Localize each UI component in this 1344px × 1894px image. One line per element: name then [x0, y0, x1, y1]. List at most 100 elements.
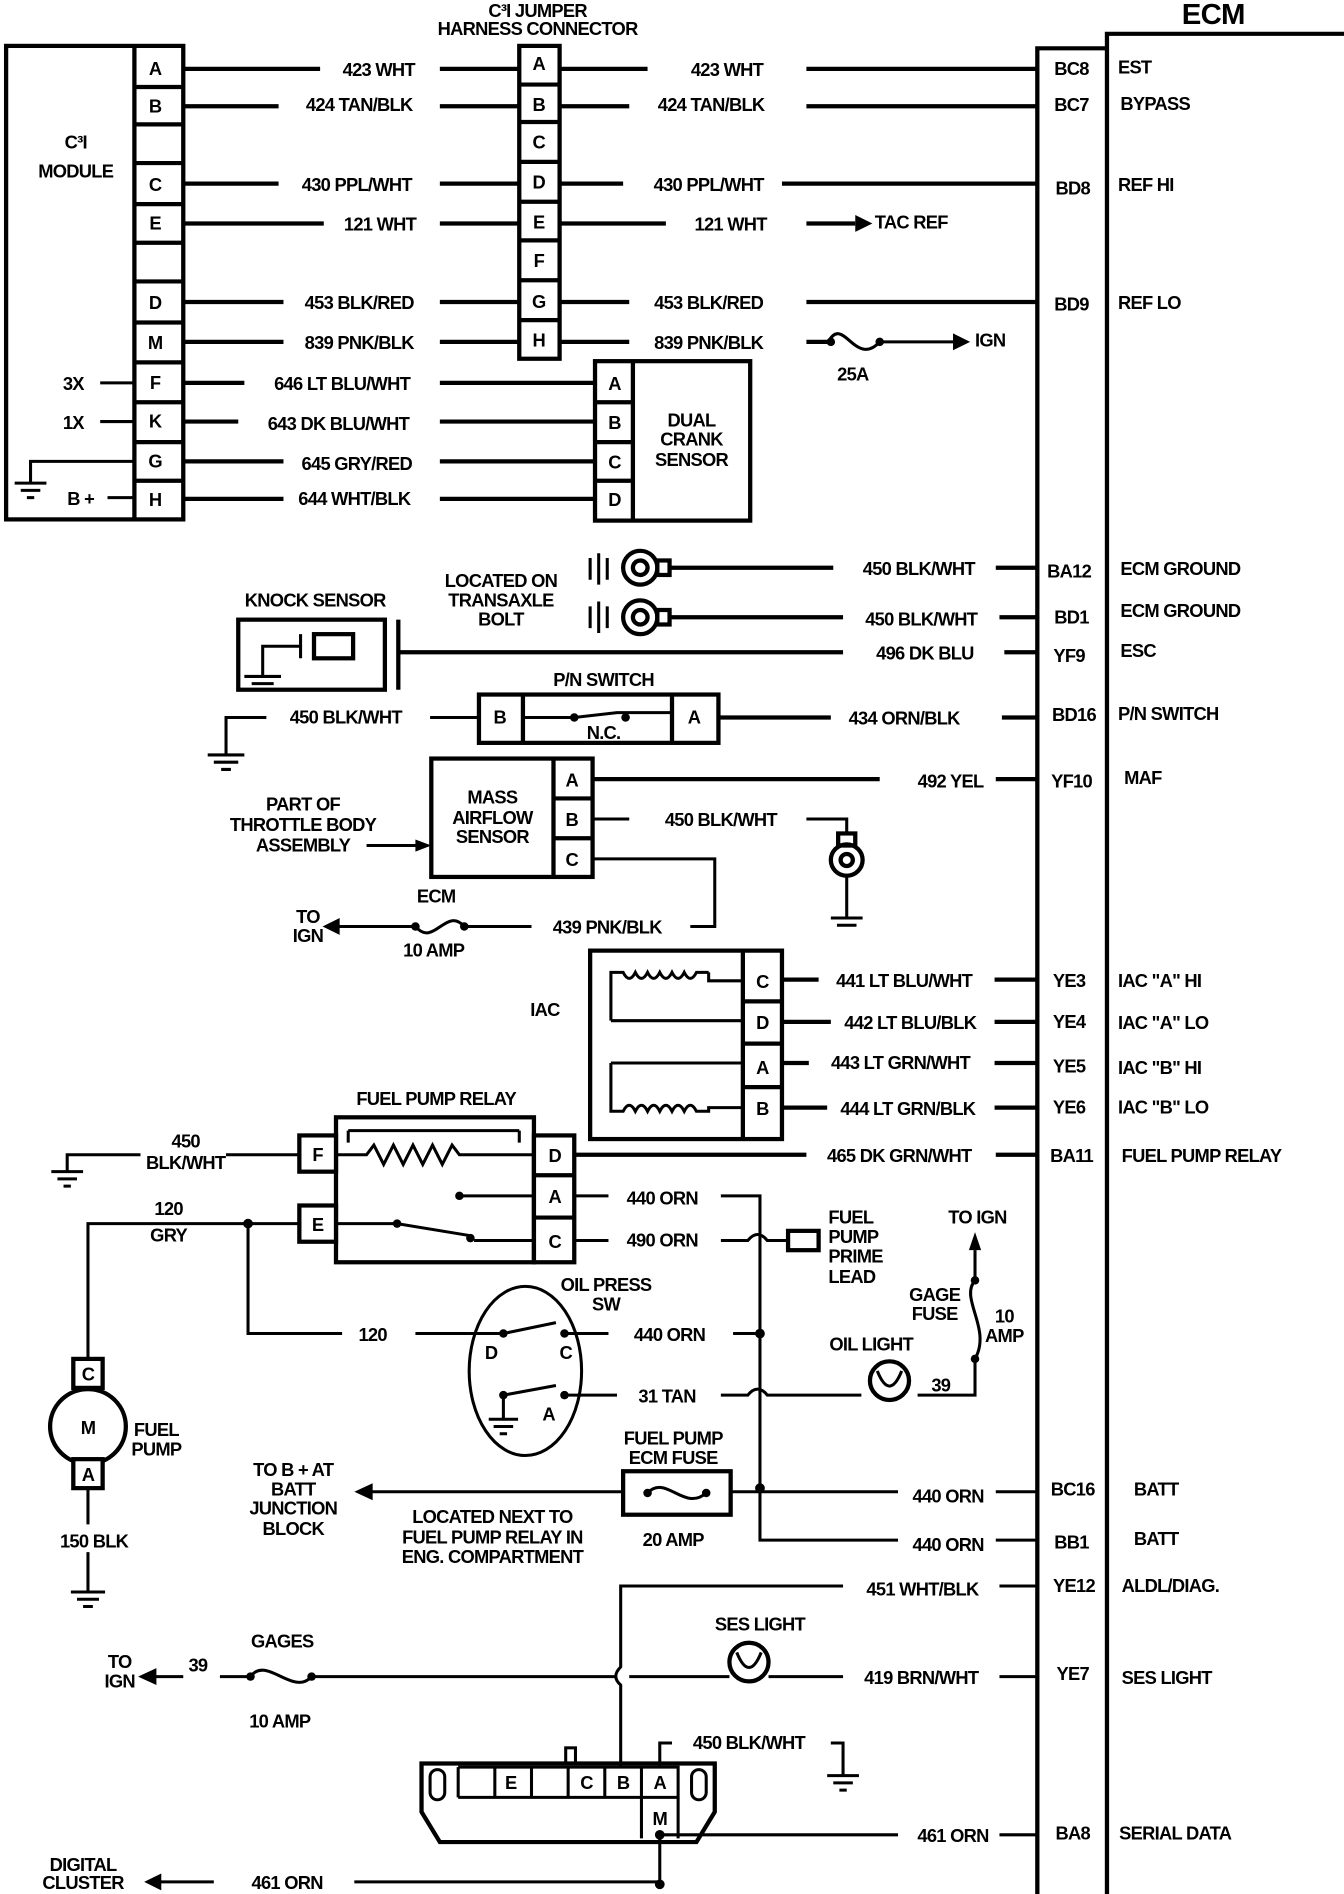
- ecm-pin: BD1: [1054, 607, 1089, 627]
- ecm-pin: YE12: [1053, 1576, 1095, 1596]
- wire-label: 430 PPL/WHT: [654, 175, 765, 195]
- ecm-function: EST: [1118, 58, 1152, 78]
- maf-pin: C: [566, 850, 579, 870]
- wire-label: 646 LT BLU/WHT: [274, 374, 411, 394]
- ecm-block: [1035, 31, 1344, 1894]
- crank-pin: A: [608, 374, 621, 394]
- relay-wire-120: 120: [154, 1199, 183, 1219]
- maf-c-wire: 439 PNK/BLK: [553, 918, 663, 938]
- ecm-pin: BD9: [1054, 295, 1089, 315]
- pn-nc-label: N.C.: [587, 723, 621, 743]
- ecm-function: SERIAL DATA: [1119, 1824, 1232, 1844]
- ecm-pin: BA12: [1047, 561, 1092, 581]
- throttle-body-label: PART OF: [266, 795, 341, 815]
- wire-label: 423 WHT: [691, 60, 764, 80]
- ecm-function: SES LIGHT: [1122, 1668, 1213, 1688]
- wire-label: 643 DK BLU/WHT: [268, 414, 410, 434]
- module-pin: C: [149, 175, 162, 195]
- ecm-fuse-label: ECM: [417, 886, 456, 906]
- relay-pin: D: [548, 1146, 561, 1166]
- 1x-label: 1X: [63, 413, 85, 433]
- crank-label: SENSOR: [655, 450, 729, 470]
- crank-pin: C: [608, 453, 621, 473]
- fuel-pump-ecm-fuse: [354, 1469, 1038, 1542]
- wire-label: 839 PNK/BLK: [654, 333, 764, 353]
- gages-fuse-amp: 10 AMP: [249, 1711, 311, 1731]
- relay-pin: C: [548, 1232, 561, 1252]
- aldl-pin: C: [580, 1773, 593, 1793]
- crank-pin: B: [608, 413, 621, 433]
- wire-label: 450 BLK/WHT: [865, 610, 978, 630]
- iac-pin: B: [756, 1099, 769, 1119]
- iac-pin: D: [756, 1013, 769, 1033]
- jumper-connector: A B C D E F G H: [517, 43, 562, 361]
- prime-lead-label: LEAD: [828, 1267, 876, 1287]
- pn-switch: B A N.C.: [207, 692, 1038, 771]
- ecm-fuse-amp: 20 AMP: [643, 1530, 705, 1550]
- relay-wire-c: 490 ORN: [627, 1231, 698, 1251]
- ecm-function: ECM GROUND: [1120, 559, 1240, 579]
- wire-label: 441 LT BLU/WHT: [836, 971, 973, 991]
- to-ign-label: TO: [296, 907, 320, 927]
- prime-lead-label: PRIME: [828, 1246, 883, 1266]
- batt-junction-label: TO B + AT: [253, 1460, 334, 1480]
- module-wire-labels: 423 WHT 424 TAN/BLK 430 PPL/WHT 121 WHT …: [268, 60, 418, 509]
- maf-label: MASS: [467, 787, 518, 807]
- ecm-function: BATT: [1134, 1479, 1179, 1499]
- oil-light-label: OIL LIGHT: [829, 1335, 913, 1355]
- ecm-title: ECM: [1182, 0, 1245, 31]
- wire-label: 450 BLK/WHT: [693, 1733, 806, 1753]
- ecm-pin: YE3: [1053, 971, 1086, 991]
- ses-light-label: SES LIGHT: [715, 1615, 806, 1635]
- jumper-pin: H: [533, 331, 546, 351]
- gage-fuse-amp: AMP: [985, 1326, 1024, 1346]
- iac-label: IAC: [530, 1000, 560, 1020]
- to-ign-label: TO: [108, 1652, 132, 1672]
- maf-label: SENSOR: [456, 827, 530, 847]
- wire-label: 39: [931, 1376, 951, 1396]
- transaxle-label: BOLT: [478, 610, 524, 630]
- pn-pin: A: [688, 708, 701, 728]
- ecm-function: ESC: [1120, 641, 1156, 661]
- gage-fuse-label: FUSE: [912, 1304, 959, 1324]
- ecm-pin: YE6: [1053, 1098, 1086, 1118]
- aldl-pin: E: [505, 1773, 517, 1793]
- module-pin: G: [148, 452, 162, 472]
- ecm-pin: YE7: [1057, 1664, 1090, 1684]
- batt-junction-label: BATT: [271, 1479, 316, 1499]
- wire-label: 461 ORN: [917, 1826, 988, 1846]
- oil-pin: A: [542, 1405, 555, 1425]
- fuel-pump-label: FUEL: [134, 1420, 180, 1440]
- to-ign-label: IGN: [293, 926, 323, 946]
- jumper-wire-labels: 423 WHT 424 TAN/BLK 430 PPL/WHT 121 WHT …: [654, 60, 768, 353]
- ecm-pin: BB1: [1054, 1533, 1089, 1553]
- pn-ground-wire: 450 BLK/WHT: [290, 708, 403, 728]
- aldl-pin: B: [617, 1773, 630, 1793]
- ecm-pin: YF9: [1053, 646, 1085, 666]
- module-pin: D: [149, 293, 162, 313]
- module-pin: A: [149, 59, 162, 79]
- pn-switch-label: P/N SWITCH: [553, 670, 654, 690]
- ecm-pin-labels: BC8 EST BC7 BYPASS BD8 REF HI BD9 REF LO…: [827, 58, 1283, 1846]
- wire-label: 39: [188, 1656, 208, 1676]
- wire-label: 451 WHT/BLK: [866, 1580, 979, 1600]
- crank-label: CRANK: [660, 430, 723, 450]
- digital-cluster-label: CLUSTER: [42, 1873, 124, 1893]
- ecm-function: FUEL PUMP RELAY: [1122, 1146, 1282, 1166]
- module-pins: A B C E D M F K G H: [148, 59, 163, 510]
- relay-pin: A: [548, 1187, 561, 1207]
- aldl-pin: M: [653, 1809, 668, 1829]
- ecm-fuse-amp: 10 AMP: [403, 941, 465, 961]
- wire-label: 450 BLK/WHT: [863, 559, 976, 579]
- relay-wire-a: 440 ORN: [627, 1188, 698, 1208]
- gage-fuse-label: GAGE: [909, 1285, 961, 1305]
- fuse-25a-label: 25A: [837, 365, 869, 385]
- transaxle-label: TRANSAXLE: [448, 590, 554, 610]
- tac-ref-label: TAC REF: [875, 212, 949, 232]
- wire-label: 434 ORN/BLK: [849, 709, 961, 729]
- iac-pin: C: [756, 972, 769, 992]
- ecm-function: BATT: [1134, 1529, 1179, 1549]
- bplus-label: B +: [67, 489, 94, 509]
